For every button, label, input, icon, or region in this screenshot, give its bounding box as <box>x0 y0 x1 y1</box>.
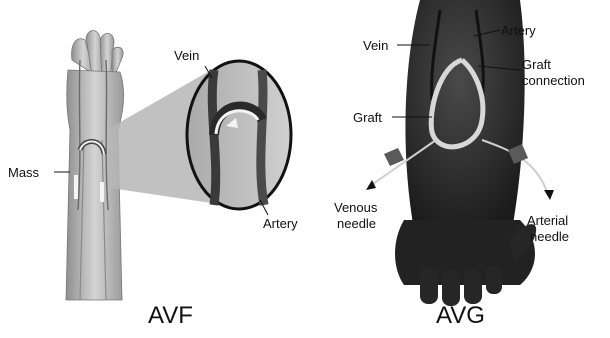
avg-arterial-needle-label-line2: needle <box>530 229 569 244</box>
avg-arterial-needle-label-line1: Arterial <box>527 213 568 228</box>
avg-vein-label: Vein <box>363 38 388 53</box>
avf-zoom-inset <box>187 61 291 209</box>
avf-caption: AVF <box>148 302 193 330</box>
avf-vein-label: Vein <box>174 48 199 63</box>
avg-venous-needle-label-line2: needle <box>337 216 376 231</box>
avf-artery-label: Artery <box>263 216 298 231</box>
avf-mass-label: Mass <box>8 165 39 180</box>
avg-graft-label: Graft <box>353 110 382 125</box>
avg-graft-connection-label-line2: connection <box>522 73 585 88</box>
avg-caption: AVG <box>436 302 485 330</box>
avg-graft-connection-label-line1: Graft <box>522 57 551 72</box>
avg-venous-needle-label-line1: Venous <box>334 200 377 215</box>
avg-artery-label: Artery <box>501 23 536 38</box>
